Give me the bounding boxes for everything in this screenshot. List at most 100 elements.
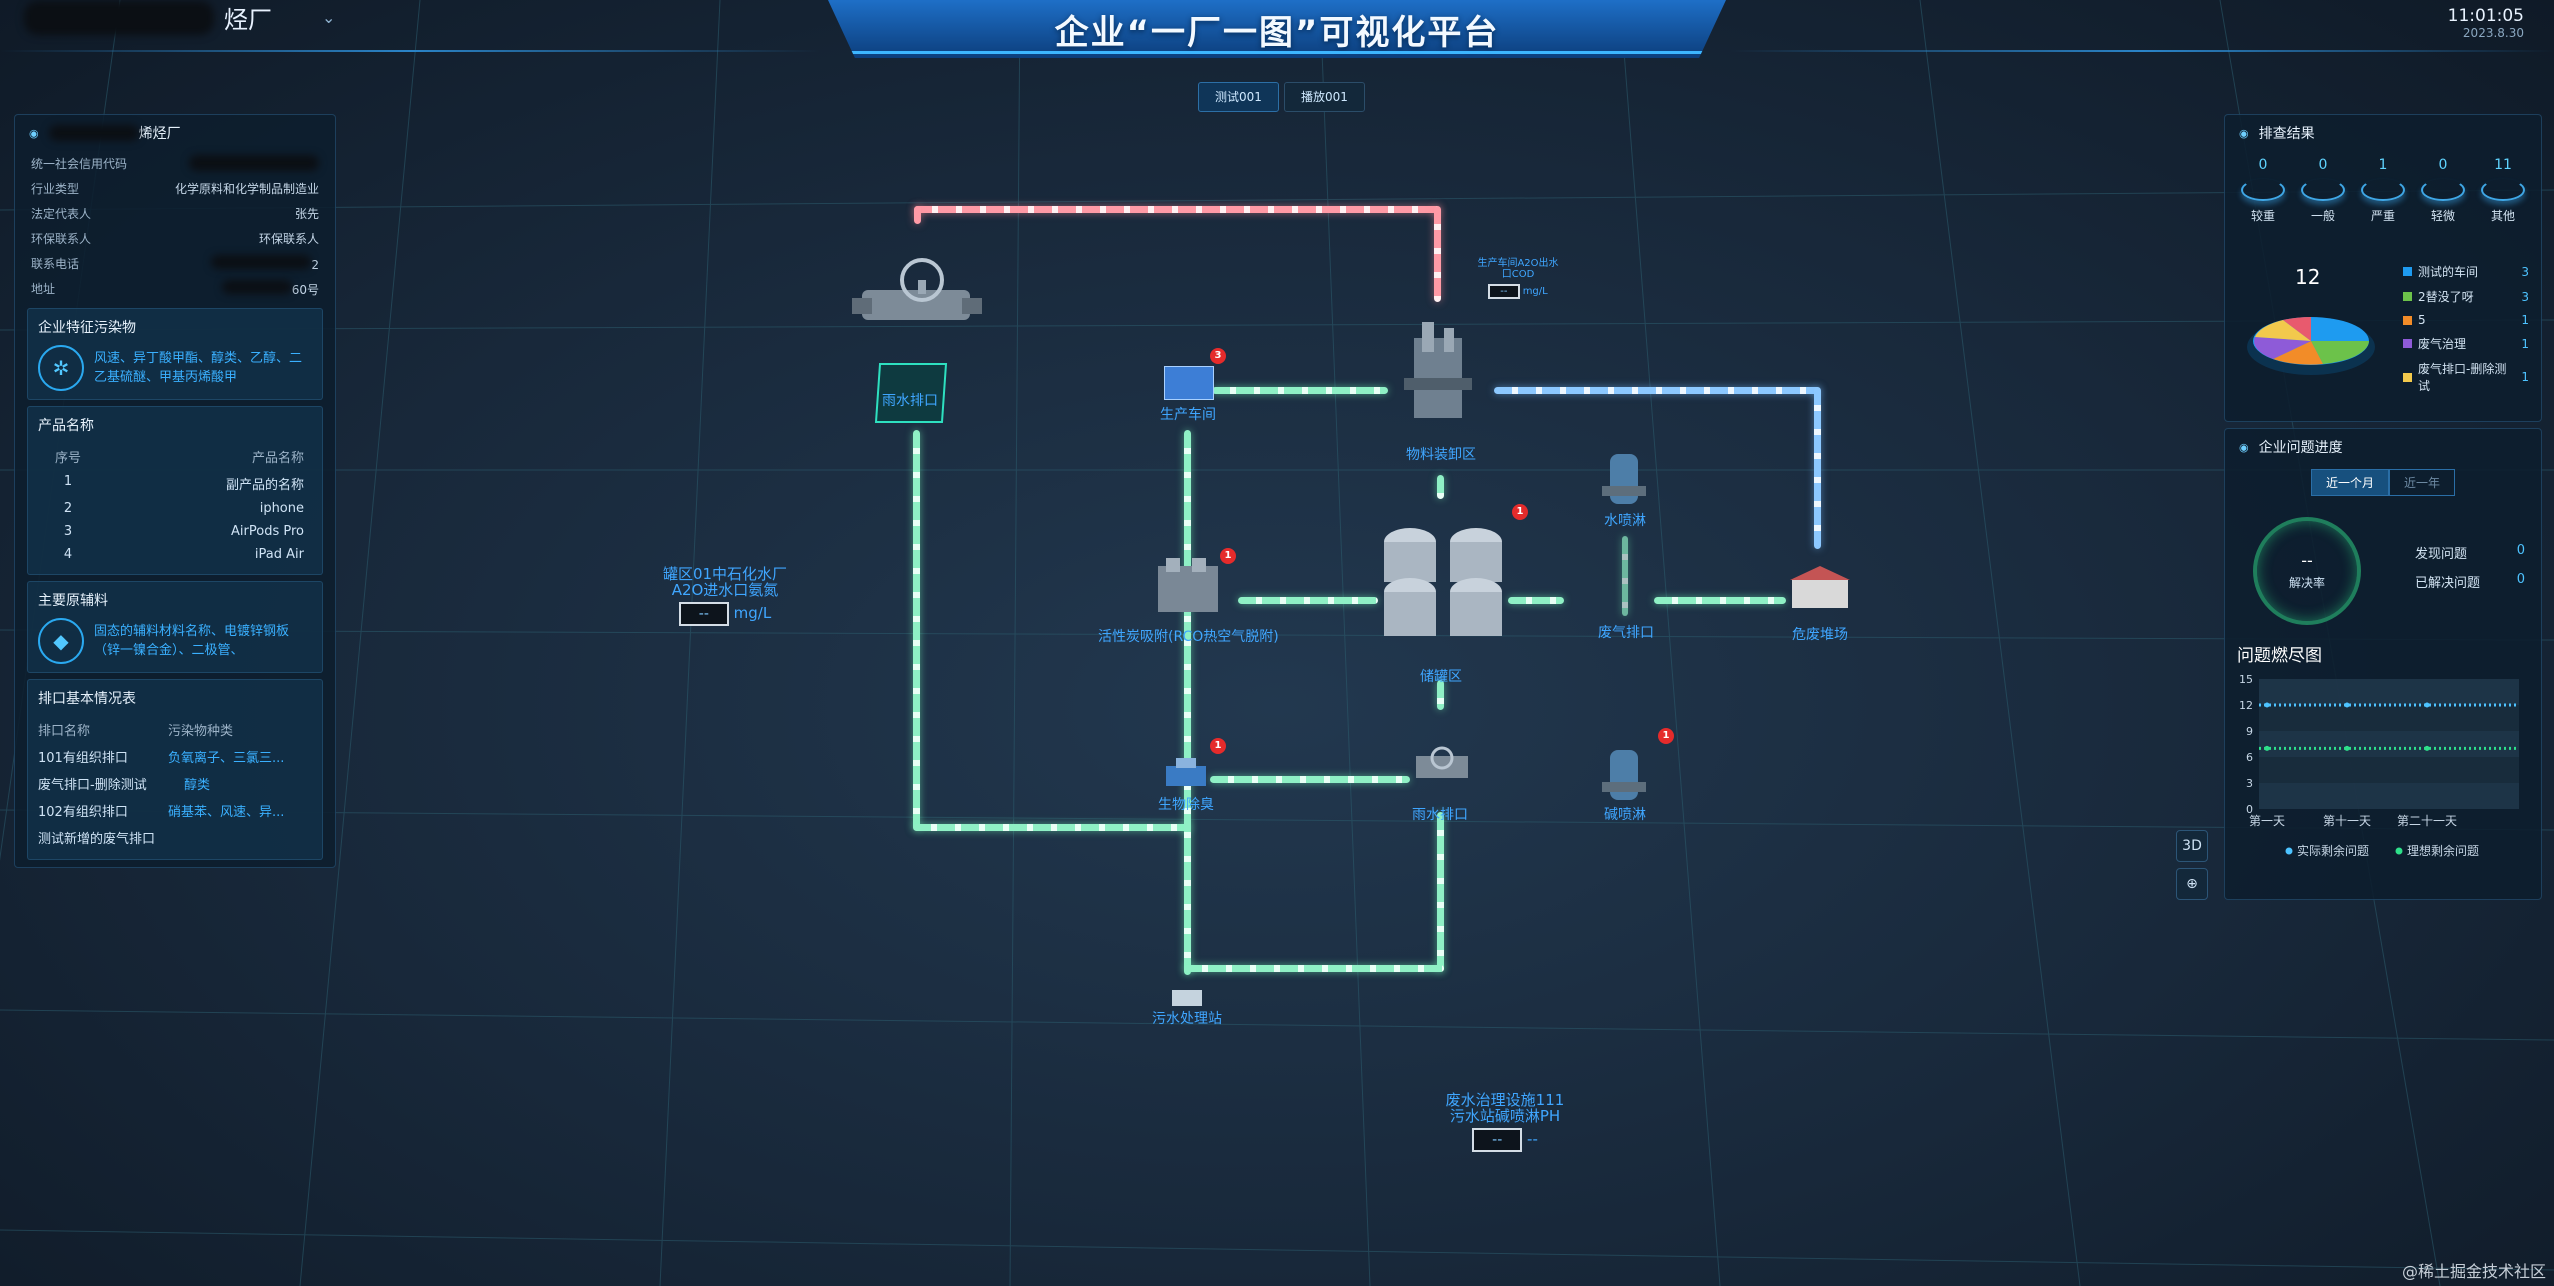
tab-last-month[interactable]: 近一个月 xyxy=(2310,469,2389,496)
resolve-gauge: -- 解决率 xyxy=(2253,517,2361,625)
x-tick-label: 第二十一天 xyxy=(2397,814,2457,828)
series-point xyxy=(2344,702,2350,708)
badge-alkali: 1 xyxy=(1658,728,1674,744)
series-point xyxy=(2424,702,2430,708)
watermark: @稀土掘金技术社区 xyxy=(2401,1262,2546,1281)
outlets-header: 排口名称污染物种类 xyxy=(38,724,234,739)
table-row[interactable]: 废气排口-删除测试醇类 xyxy=(38,778,211,793)
tab-test001[interactable]: 测试001 xyxy=(1198,82,1279,112)
period-tabs: 近一个月近一年 xyxy=(2225,469,2541,496)
chevron-down-icon[interactable]: ⌄ xyxy=(322,8,336,27)
globe-button[interactable]: ⊕ xyxy=(2176,868,2208,900)
sewage-station-equipment[interactable] xyxy=(1172,990,1202,1006)
table-row[interactable]: 测试新增的废气排口 xyxy=(38,832,156,847)
header-line-left xyxy=(0,50,820,52)
ring-icon xyxy=(2241,179,2285,201)
node-water-spray[interactable]: 水喷淋 xyxy=(1604,513,1646,529)
pollutant-icon: ✲ xyxy=(38,345,84,391)
node-workshop[interactable]: 生产车间 xyxy=(1160,407,1216,423)
pipe-bottom xyxy=(1184,965,1444,972)
node-rain-outlet-bottom[interactable]: 雨水排口 xyxy=(1412,807,1468,823)
badge-workshop: 3 xyxy=(1210,348,1226,364)
readout-left: 罐区01中石化水厂A2O进水口氨氮 -- mg/L xyxy=(660,566,790,626)
legend-swatch xyxy=(2403,315,2412,325)
pipe-rain-down xyxy=(1437,812,1444,972)
node-loading[interactable]: 物料装卸区 xyxy=(1406,447,1476,463)
node-sewage[interactable]: 污水处理站 xyxy=(1152,1011,1222,1027)
field-industry: 行业类型化学原料和化学制品制造业 xyxy=(31,182,319,196)
pie-area: 12 xyxy=(2235,245,2385,415)
pipe-tank-down xyxy=(1437,680,1444,710)
tank-equipment[interactable] xyxy=(1380,520,1510,646)
bio-deodor-equipment[interactable] xyxy=(1162,756,1210,790)
water-spray-equipment[interactable] xyxy=(1600,440,1648,512)
pipe-tank-exhaust xyxy=(1508,597,1564,604)
pipe-bio-rain xyxy=(1210,776,1410,783)
y-tick-label: 6 xyxy=(2246,751,2253,764)
pipe-red-left xyxy=(914,206,921,224)
redacted-block xyxy=(211,255,312,269)
readout-bottom-value: -- xyxy=(1472,1128,1523,1152)
pipe-left-vertical xyxy=(913,430,920,830)
pipe-exhaust-hazard xyxy=(1654,597,1786,604)
view-3d-button[interactable]: 3D xyxy=(2176,830,2208,862)
table-row[interactable]: 102有组织排口硝基苯、风速、异... xyxy=(38,805,285,820)
pie-chart xyxy=(2247,317,2375,375)
carbon-adsorber-equipment[interactable] xyxy=(1152,556,1224,622)
legend-label: 实际剩余问题 xyxy=(2297,843,2369,858)
x-tick-label: 第一天 xyxy=(2249,814,2285,828)
tab-play001[interactable]: 播放001 xyxy=(1284,82,1365,112)
field-credit-code: 统一社会信用代码 xyxy=(15,151,335,176)
table-row[interactable]: 101有组织排口负氧离子、三氯三... xyxy=(38,751,285,766)
ring-icon xyxy=(2361,179,2405,201)
tab-last-year[interactable]: 近一年 xyxy=(2389,469,2456,496)
factory-name[interactable]: 烃厂 ⌄ xyxy=(24,0,335,35)
badge-activated-carbon: 1 xyxy=(1220,548,1236,564)
node-activated-carbon[interactable]: 活性炭吸附(RCO热空气脱附) xyxy=(1098,629,1279,645)
loading-equipment[interactable] xyxy=(1400,318,1476,430)
pipe-blue-top xyxy=(1494,387,1820,394)
rain-outlet-icon[interactable] xyxy=(872,360,950,426)
bullet-icon: ◉ xyxy=(2239,126,2249,140)
field-legal-rep: 法定代表人张先 xyxy=(31,207,319,221)
redacted-block xyxy=(189,155,319,171)
readout-bottom-unit: -- xyxy=(1527,1130,1538,1148)
valve-equipment[interactable] xyxy=(852,258,982,342)
badge-bio: 1 xyxy=(1210,738,1226,754)
node-alkali[interactable]: 碱喷淋 xyxy=(1604,807,1646,823)
y-tick-label: 0 xyxy=(2246,803,2253,816)
node-tank[interactable]: 储罐区 xyxy=(1420,669,1462,685)
legend-swatch xyxy=(2403,292,2412,301)
node-exhaust[interactable]: 废气排口 xyxy=(1598,625,1654,641)
node-rain-outlet-top[interactable]: 雨水排口 xyxy=(882,393,938,409)
progress-panel-title: ◉企业问题进度 xyxy=(2239,440,2343,456)
chart-band xyxy=(2259,705,2519,731)
company-info-panel: ◉ 烯烃厂 统一社会信用代码 行业类型化学原料和化学制品制造业 法定代表人张先 … xyxy=(14,114,336,868)
rain-outlet-bottom-equipment[interactable] xyxy=(1410,746,1474,786)
material-icon: ◆ xyxy=(38,618,84,664)
hazard-storage-equipment[interactable] xyxy=(1788,564,1852,612)
node-bio[interactable]: 生物除臭 xyxy=(1158,797,1214,813)
ring-icon xyxy=(2481,179,2525,201)
ring-icon xyxy=(2301,179,2345,201)
pipe-workshop-loading xyxy=(1212,387,1388,394)
node-hazard[interactable]: 危废堆场 xyxy=(1792,627,1848,643)
pie-total: 12 xyxy=(2295,265,2321,289)
alkali-spray-equipment[interactable] xyxy=(1600,740,1648,806)
workshop-equipment[interactable] xyxy=(1164,366,1214,400)
